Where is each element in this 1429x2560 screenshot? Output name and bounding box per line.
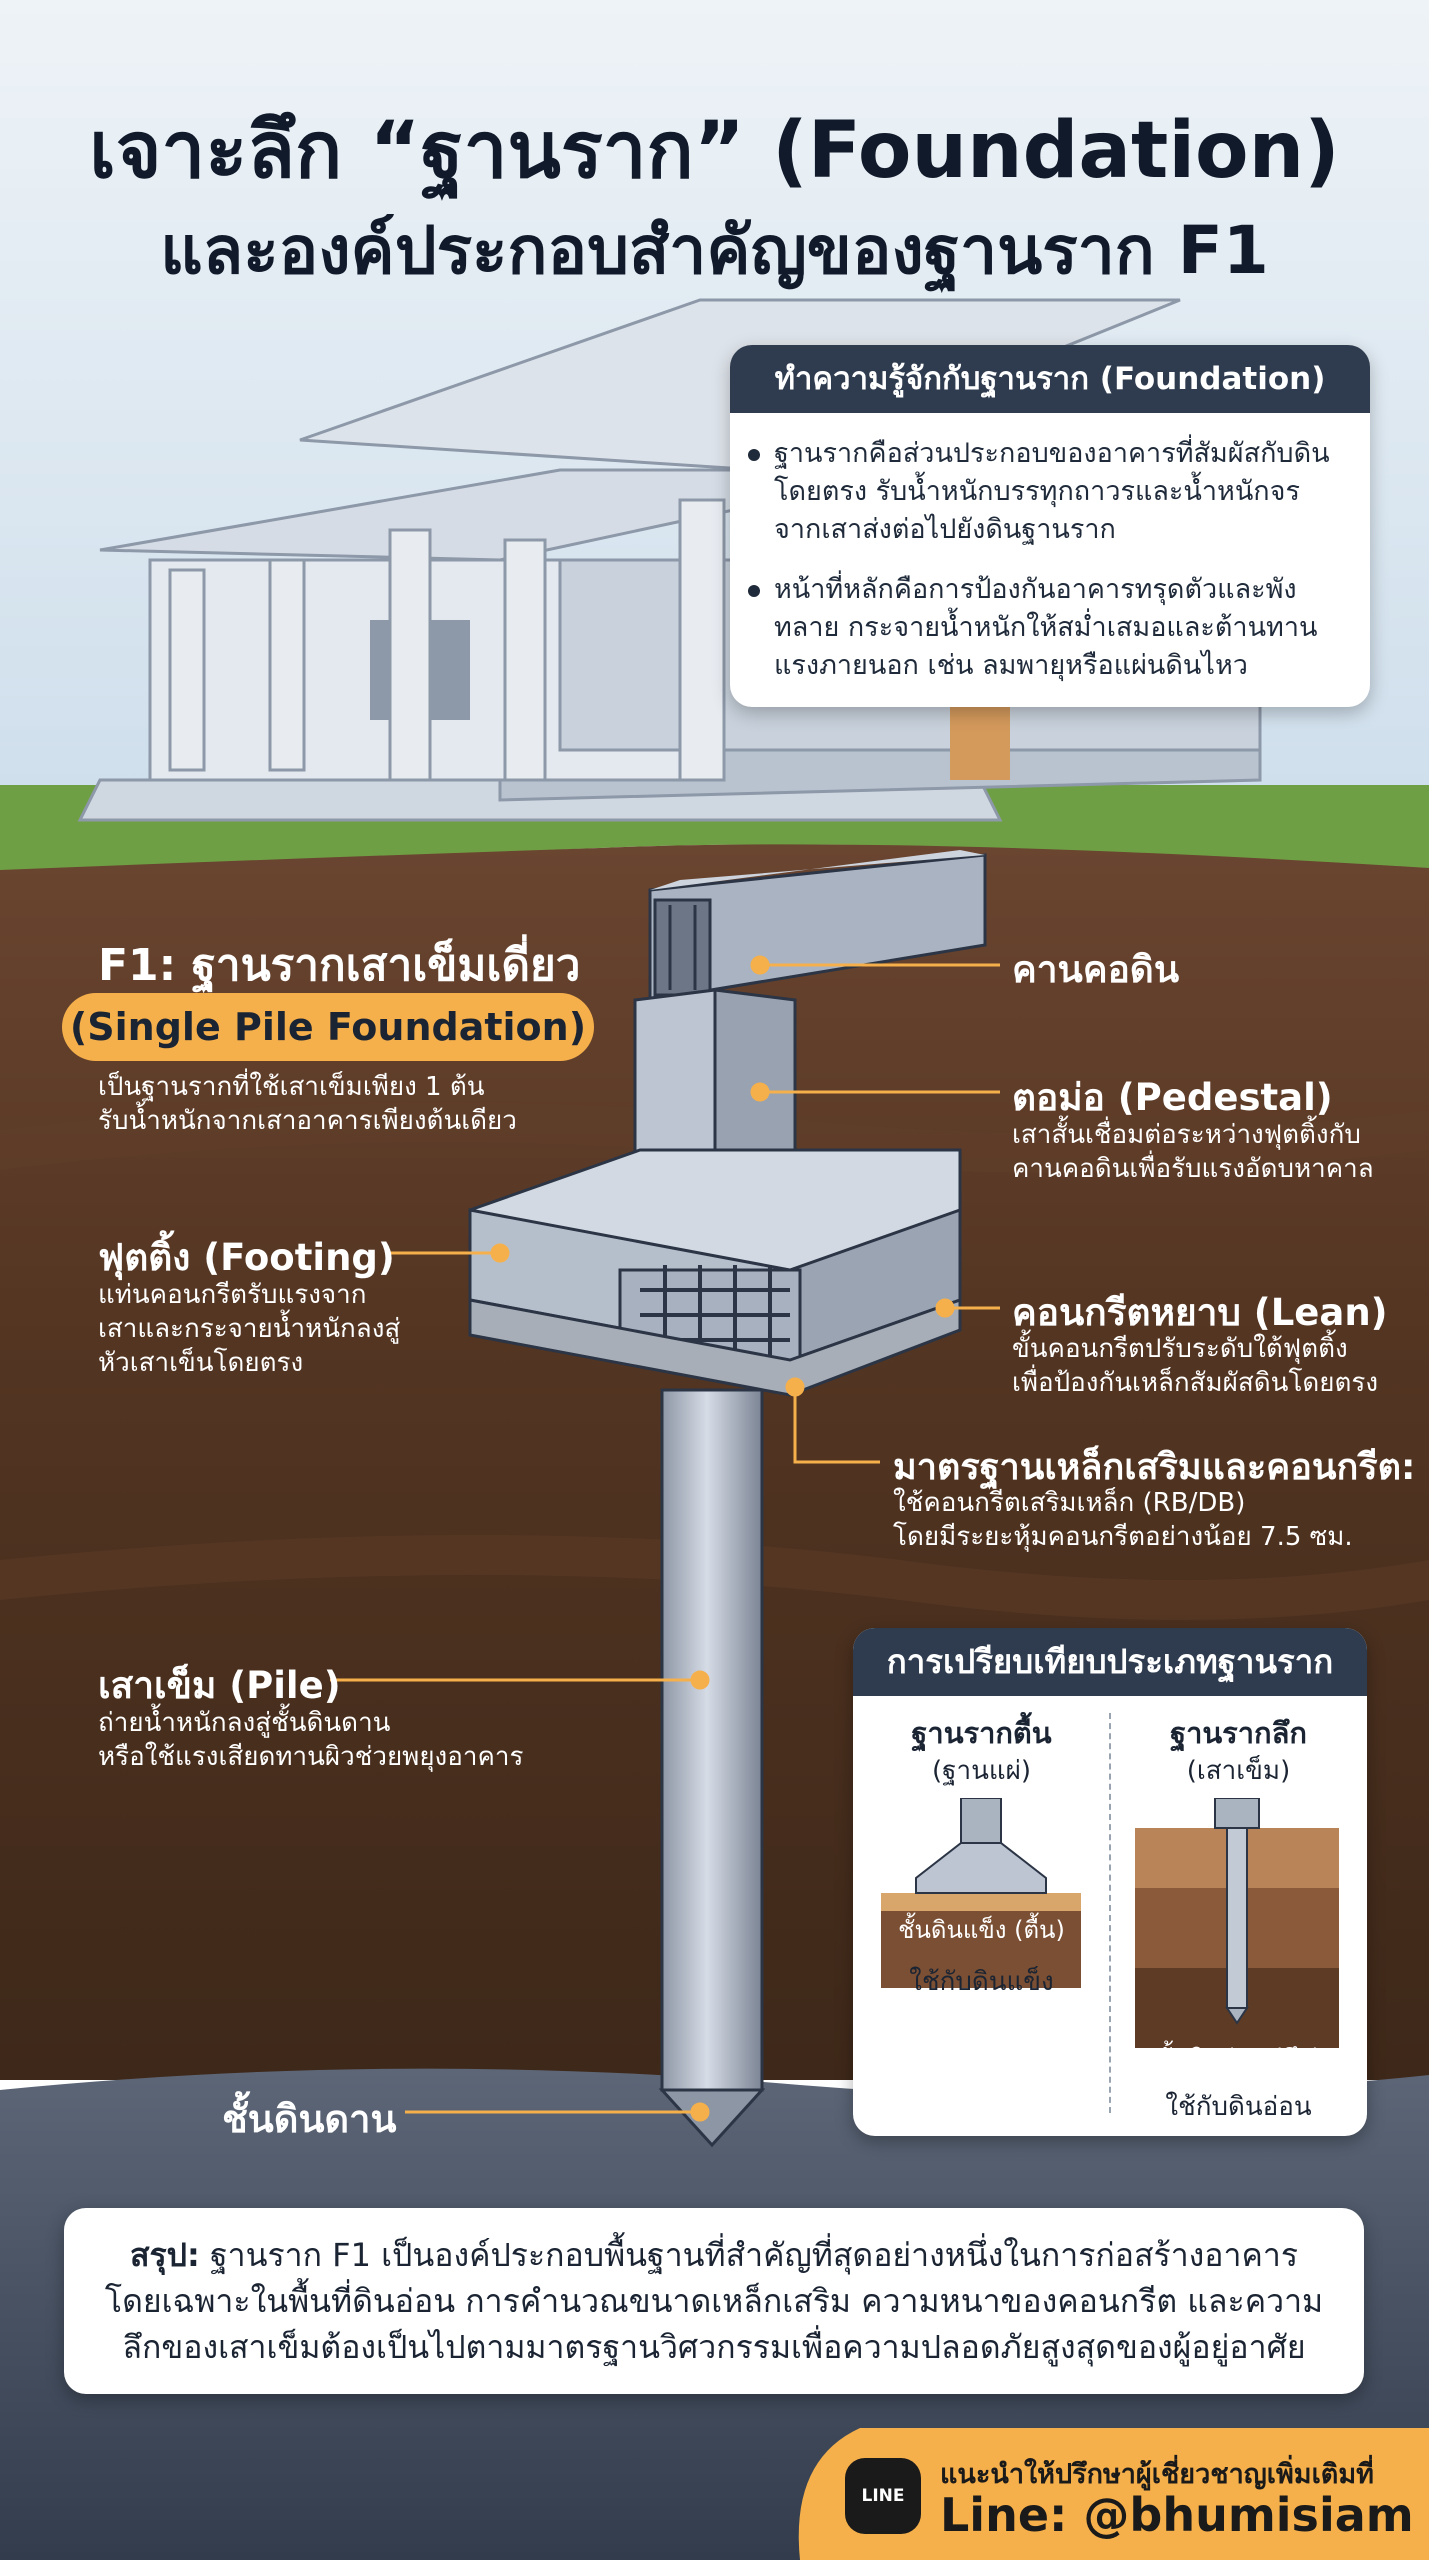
intro-card: ทำความรู้จักกับฐานราก (Foundation) ฐานรา… [730, 345, 1370, 707]
line-app-icon[interactable]: LINE [845, 2458, 921, 2534]
summary-label: สรุป: [129, 2236, 200, 2274]
grade-beam-illustration [648, 850, 987, 1002]
deep-soil-label: ชั้นดินอ่อน (ลึก) [1155, 2044, 1322, 2072]
shallow-foundation-title: ฐานรากตื้น [911, 1716, 1052, 1750]
deep-foundation-diagram [1135, 1798, 1339, 2048]
shallow-foundation-subtitle: (ฐานแผ่) [932, 1756, 1031, 1786]
summary-line: โดยเฉพาะในพื้นที่ดินอ่อน การคำนวณขนาดเหล… [104, 2282, 1324, 2320]
page-title-line1: เจาะลึก “ฐานราก” (Foundation) [89, 106, 1340, 196]
footer-note: แนะนำให้ปรึกษาผู้เชี่ยวชาญเพิ่มเติมที่ [940, 2459, 1374, 2490]
lean-desc-line: เพื่อป้องกันเหล็กสัมผัสดินโดยตรง [1012, 1368, 1379, 1398]
shallow-foundation-diagram [881, 1798, 1081, 1988]
footing-description: แท่นคอนกรีตรับแรงจาก เสาและกระจายน้ำหนัก… [98, 1278, 400, 1380]
page-title-line2: และองค์ประกอบสำคัญของฐานราก F1 [160, 212, 1269, 289]
shallow-use-label: ใช้กับดินแข็ง [909, 1967, 1054, 1997]
footing-label: ฟุตติ้ง (Footing) [98, 1236, 395, 1279]
hardpan-label: ชั้นดินดาน [222, 2097, 397, 2141]
pedestal-label: ตอม่อ (Pedestal) [1012, 1076, 1333, 1119]
lean-concrete-illustration [468, 1297, 962, 1397]
f1-title: F1: ฐานรากเสาเข็มเดี่ยว [98, 940, 581, 991]
intro-card-heading: ทำความรู้จักกับฐานราก (Foundation) [730, 345, 1370, 413]
comparison-heading: การเปรียบเทียบประเภทฐานราก [853, 1628, 1367, 1696]
intro-bullet: หน้าที่หลักคือการป้องกันอาคารทรุดตัวและพ… [748, 571, 1342, 685]
footing-desc-line: หัวเสาเข็นโดยตรง [98, 1348, 304, 1378]
grade-beam-label: คานคอดิน [1012, 948, 1180, 991]
pile-illustration [658, 1388, 766, 2148]
deep-use-label: ใช้กับดินอ่อน [1165, 2092, 1312, 2122]
shallow-soil-label: ชั้นดินแข็ง (ตื้น) [898, 1916, 1065, 1944]
standard-desc-line: โดยมีระยะหุ้มคอนกรีตอย่างน้อย 7.5 ซม. [893, 1522, 1353, 1552]
f1-desc-line: เป็นฐานรากที่ใช้เสาเข็มเพียง 1 ต้น [98, 1072, 485, 1102]
pile-label: เสาเข็ม (Pile) [98, 1664, 341, 1707]
pile-description: ถ่ายน้ำหนักลงสู่ชั้นดินดาน หรือใช้แรงเสี… [98, 1706, 523, 1774]
f1-description: เป็นฐานรากที่ใช้เสาเข็มเพียง 1 ต้น รับน้… [98, 1070, 517, 1138]
deep-foundation-title: ฐานรากลึก [1170, 1716, 1307, 1750]
lean-desc-line: ขั้นคอนกรีตปรับระดับใต้ฟุตติ้ง [1012, 1334, 1348, 1364]
standard-description: ใช้คอนกรีตเสริมเหล็ก (RB/DB) โดยมีระยะหุ… [893, 1486, 1353, 1554]
comparison-card: การเปรียบเทียบประเภทฐานราก ฐานรากตื้น (ฐ… [853, 1628, 1367, 2136]
comparison-divider [1109, 1713, 1111, 2113]
summary-line: ลึกของเสาเข็มต้องเป็นไปตามมาตรฐานวิศวกรร… [122, 2328, 1306, 2366]
summary-text: ฐานราก F1 เป็นองค์ประกอบพื้นฐานที่สำคัญท… [199, 2236, 1299, 2274]
pile-desc-line: ถ่ายน้ำหนักลงสู่ชั้นดินดาน [98, 1708, 391, 1738]
intro-bullet: ฐานรากคือส่วนประกอบของอาคารที่สัมผัสกับด… [748, 435, 1342, 549]
pedestal-description: เสาสั้นเชื่อมต่อระหว่างฟุตติ้งกับ คานคอด… [1012, 1118, 1374, 1186]
standard-desc-line: ใช้คอนกรีตเสริมเหล็ก (RB/DB) [893, 1488, 1246, 1518]
standard-label: มาตรฐานเหล็กเสริมและคอนกรีต: [893, 1447, 1416, 1488]
footing-desc-line: เสาและกระจายน้ำหนักลงสู่ [98, 1314, 401, 1344]
summary-line: สรุป: ฐานราก F1 เป็นองค์ประกอบพื้นฐานที่… [64, 2232, 1364, 2278]
pile-desc-line: หรือใช้แรงเสียดทานผิวช่วยพยุงอาคาร [98, 1742, 524, 1772]
pedestal-desc-line: เสาสั้นเชื่อมต่อระหว่างฟุตติ้งกับ [1012, 1120, 1361, 1150]
footing-desc-line: แท่นคอนกรีตรับแรงจาก [98, 1280, 367, 1310]
f1-desc-line: รับน้ำหนักจากเสาอาคารเพียงต้นเดียว [98, 1106, 517, 1136]
summary-card: สรุป: ฐานราก F1 เป็นองค์ประกอบพื้นฐานที่… [64, 2208, 1364, 2394]
intro-bullet-list: ฐานรากคือส่วนประกอบของอาคารที่สัมผัสกับด… [748, 435, 1342, 685]
lean-label: คอนกรีตหยาบ (Lean) [1012, 1291, 1388, 1334]
lean-description: ขั้นคอนกรีตปรับระดับใต้ฟุตติ้ง เพื่อป้อง… [1012, 1332, 1378, 1400]
line-id-link[interactable]: Line: @bhumisiam [940, 2488, 1414, 2542]
pedestal-desc-line: คานคอดินเพื่อรับแรงอัดบหาคาล [1012, 1154, 1374, 1184]
f1-subtitle-pill: (Single Pile Foundation) [62, 993, 594, 1061]
footer-background [798, 2428, 1429, 2560]
deep-foundation-subtitle: (เสาเข็ม) [1186, 1756, 1291, 1786]
